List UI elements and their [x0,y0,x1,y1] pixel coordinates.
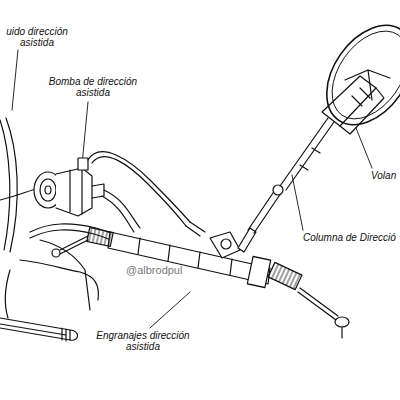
part-label: uido dirección asistida [1,26,73,48]
cooler-pipe [0,270,78,341]
steering-wheel [309,9,400,140]
power-steering-pump [34,158,104,216]
watermark: @albrodpul [126,264,182,276]
part-label: Volan [370,170,397,181]
steering-column [238,76,384,252]
part-label: Columna de Direcció [302,232,397,243]
steering-rack [52,228,349,338]
leader-lines [12,50,372,328]
pressure-hoses [20,152,205,310]
part-label: Bomba de dirección asistida [44,76,142,98]
part-label: Engranajes dirección asistida [86,330,200,352]
